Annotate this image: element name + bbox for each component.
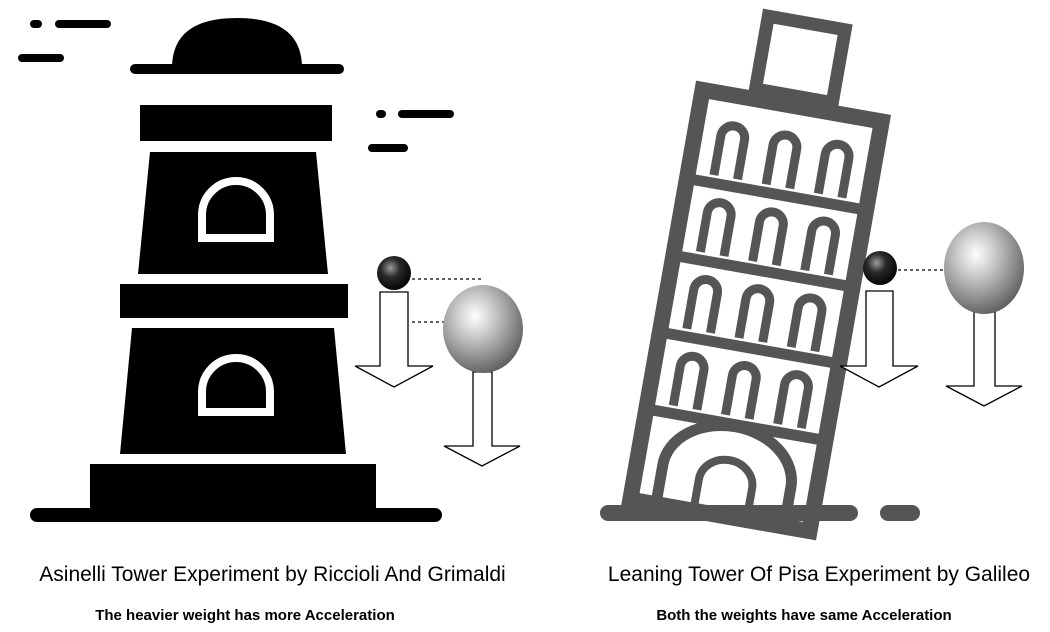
pisa-tower-icon	[600, 8, 920, 541]
left-dotted-lines	[412, 278, 482, 323]
left-heavy-ball	[443, 285, 523, 373]
left-experiment-title: Asinelli Tower Experiment by Riccioli An…	[39, 563, 506, 586]
left-experiment-subtitle: The heavier weight has more Acceleration	[95, 607, 395, 624]
left-drop-arrows	[354, 291, 521, 467]
right-experiment-title: Leaning Tower Of Pisa Experiment by Gali…	[607, 563, 1031, 586]
asinelli-tower-icon	[18, 18, 454, 522]
right-heavy-ball	[944, 222, 1024, 314]
left-light-ball	[377, 256, 411, 290]
right-drop-arrows	[839, 290, 1023, 407]
right-experiment-subtitle: Both the weights have same Acceleration	[656, 607, 952, 624]
right-light-ball	[863, 251, 897, 285]
tower-windows	[198, 177, 274, 416]
